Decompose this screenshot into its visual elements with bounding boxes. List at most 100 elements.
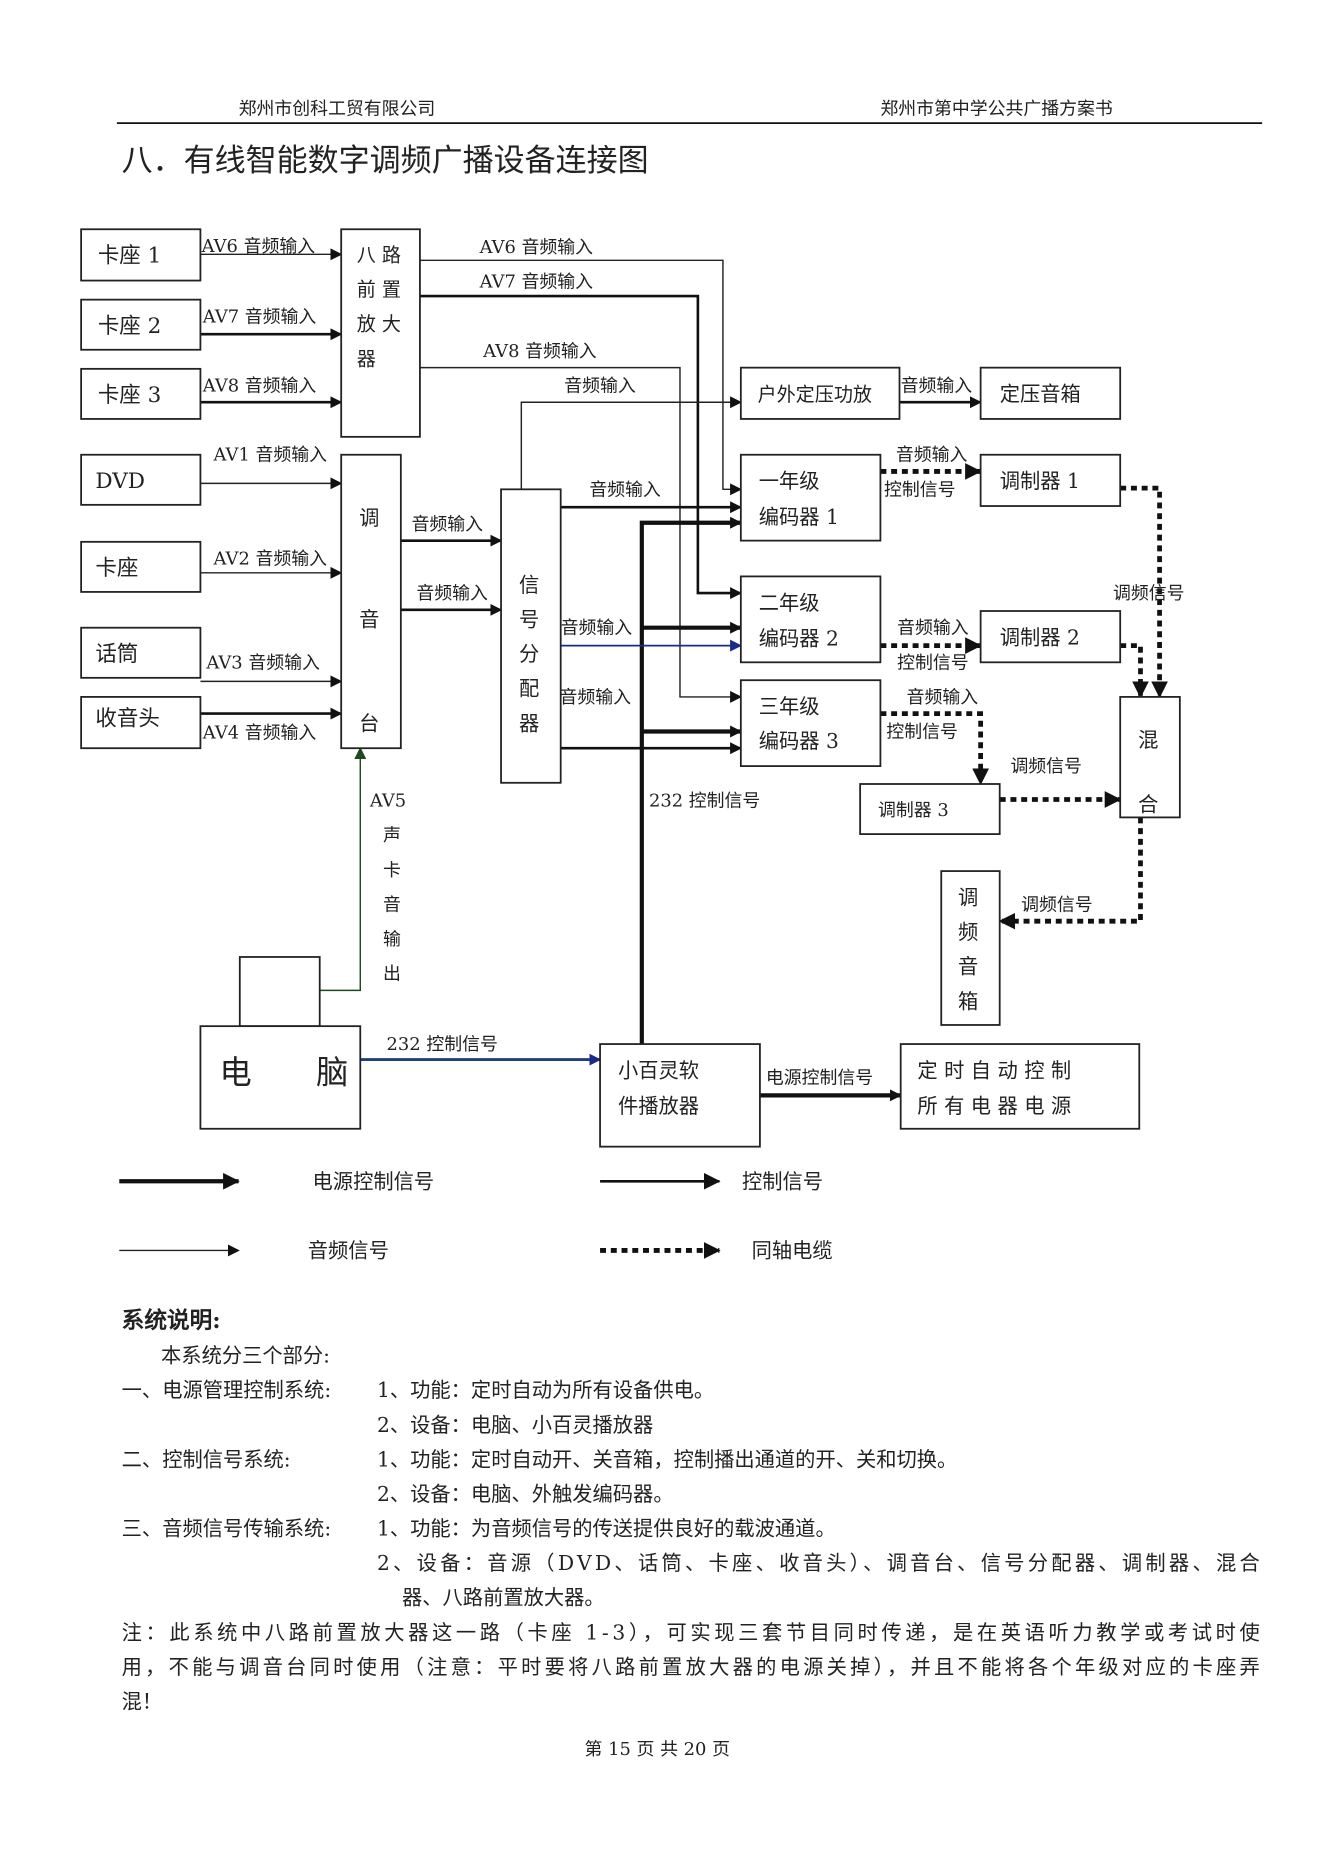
svg-text:AV5: AV5 [369,791,406,812]
svg-text:音频输入: 音频输入 [901,376,973,397]
box-modulator-3: 调制器 3 [859,783,1001,835]
svg-text:出: 出 [383,964,401,985]
svg-text:定压音箱: 定压音箱 [1000,382,1081,406]
box-cv-speaker: 定压音箱 [979,366,1122,420]
box-timer-power: 定 时 自 动 控 制所 有 电 器 电 源 [899,1043,1141,1130]
svg-text:器: 器 [519,711,539,735]
svg-text:频: 频 [958,920,978,944]
box-mixer-console: 调音台 [340,453,402,750]
svg-text:AV7 音频输入: AV7 音频输入 [202,306,317,327]
box-kazuo-2: 卡座 2 [80,298,202,351]
box-signal-splitter: 信号分配器 [500,488,562,784]
svg-text:1、功能：为音频信号的传送提供良好的载波通道。: 1、功能：为音频信号的传送提供良好的载波通道。 [377,1517,836,1541]
svg-text:音频输入: 音频输入 [564,376,636,397]
svg-text:1、功能：定时自动开、关音箱，控制播出通道的开、关和切换。: 1、功能：定时自动开、关音箱，控制播出通道的开、关和切换。 [377,1447,957,1471]
svg-text:音: 音 [958,955,978,979]
svg-text:音频输入: 音频输入 [412,514,484,535]
svg-text:本系统分三个部分:: 本系统分三个部分: [161,1344,330,1368]
svg-text:混: 混 [1138,728,1158,752]
svg-text:2、设备：电脑、外触发编码器。: 2、设备：电脑、外触发编码器。 [377,1482,674,1506]
page-footer: 第 15 页 共 20 页 [585,1739,730,1760]
svg-text:2、设备：电脑、小百灵播放器: 2、设备：电脑、小百灵播放器 [377,1413,653,1437]
svg-text:音: 音 [359,608,379,632]
svg-text:混！: 混！ [122,1690,163,1714]
svg-text:用，不能与调音台同时使用（注意：平时要将八路前置放大器的电源: 用，不能与调音台同时使用（注意：平时要将八路前置放大器的电源关掉），并且不能将各… [122,1655,1260,1679]
svg-text:调频信号: 调频信号 [1010,756,1081,777]
svg-text:卡座 3: 卡座 3 [98,383,161,408]
svg-text:定 时 自 动 控 制: 定 时 自 动 控 制 [917,1058,1071,1082]
svg-text:调制器 1: 调制器 1 [1000,469,1080,493]
svg-text:八 路: 八 路 [357,244,401,266]
box-combiner: 混合 [1119,696,1181,819]
header-right: 郑州市第中学公共广播方案书 [880,99,1112,120]
svg-text:前 置: 前 置 [357,279,401,301]
svg-text:232 控制信号: 232 控制信号 [387,1034,498,1055]
svg-text:调制器 2: 调制器 2 [1000,625,1080,649]
legend-control: 控制信号 [742,1169,823,1193]
svg-text:音频输入: 音频输入 [589,479,661,500]
svg-text:编码器 2: 编码器 2 [759,627,839,651]
svg-text:台: 台 [359,711,379,735]
svg-text:编码器 3: 编码器 3 [759,729,839,753]
svg-text:器: 器 [357,348,376,370]
svg-text:调频信号: 调频信号 [1021,894,1093,915]
svg-text:输: 输 [383,929,401,950]
svg-text:小百灵软: 小百灵软 [618,1058,699,1082]
box-dvd: DVD [80,453,202,506]
svg-text:AV8 音频输入: AV8 音频输入 [482,341,597,362]
svg-text:音频输入: 音频输入 [560,687,632,708]
svg-text:信: 信 [519,573,539,597]
svg-text:音频输入: 音频输入 [416,583,488,604]
box-microphone: 话筒 [80,626,202,679]
box-computer: 电 脑 [199,956,362,1130]
box-modulator-2: 调制器 2 [979,610,1122,664]
connections [200,248,1168,1102]
svg-text:控制信号: 控制信号 [897,652,969,673]
box-radio-tuner: 收音头 [80,696,202,750]
svg-text:调: 调 [359,506,379,530]
svg-text:232 控制信号: 232 控制信号 [649,791,760,812]
svg-text:注：此系统中八路前置放大器这一路（卡座 1-3），可实现三套: 注：此系统中八路前置放大器这一路（卡座 1-3），可实现三套节目同时传递，是在英… [122,1620,1260,1644]
box-outdoor-amp: 户外定压功放 [739,366,901,420]
page-title: 八．有线智能数字调频广播设备连接图 [122,143,649,179]
svg-text:三年级: 三年级 [759,695,820,719]
svg-text:AV7 音频输入: AV7 音频输入 [479,272,594,293]
svg-text:音频输入: 音频输入 [561,618,633,639]
svg-text:音: 音 [383,894,401,915]
svg-text:合: 合 [1138,792,1158,816]
svg-text:卡座 1: 卡座 1 [98,244,161,269]
svg-text:放 大: 放 大 [357,314,401,336]
svg-text:卡座 2: 卡座 2 [98,314,161,339]
svg-text:卡: 卡 [383,860,401,881]
svg-text:所 有 电 器 电 源: 所 有 电 器 电 源 [917,1094,1071,1118]
svg-text:箱: 箱 [958,989,978,1013]
svg-text:号: 号 [519,608,539,632]
box-kazuo-3: 卡座 3 [80,367,202,420]
svg-text:AV6 音频输入: AV6 音频输入 [201,236,316,257]
svg-text:电 脑: 电 脑 [220,1053,349,1091]
svg-text:音频输入: 音频输入 [897,618,969,639]
svg-text:2、设备：音源（DVD、话筒、卡座、收音头）、调音台、信号分: 2、设备：音源（DVD、话筒、卡座、收音头）、调音台、信号分配器、调制器、混合 [377,1551,1260,1575]
svg-text:控制信号: 控制信号 [884,479,956,500]
svg-text:分: 分 [519,642,539,666]
box-kazuo-1: 卡座 1 [80,228,202,282]
svg-text:三、音频信号传输系统:: 三、音频信号传输系统: [122,1517,331,1541]
svg-text:AV6 音频输入: AV6 音频输入 [479,237,594,258]
system-description: 系统说明: 本系统分三个部分: 一、电源管理控制系统:1、功能：定时自动为所有设… [122,1307,1260,1714]
svg-text:AV1 音频输入: AV1 音频输入 [213,445,328,466]
svg-text:声: 声 [383,825,401,846]
legend: 电源控制信号 控制信号 音频信号 同轴电缆 [119,1169,833,1263]
svg-text:AV4 音频输入: AV4 音频输入 [202,723,317,744]
svg-text:一、电源管理控制系统:: 一、电源管理控制系统: [122,1378,331,1402]
svg-text:件播放器: 件播放器 [618,1094,699,1118]
svg-text:音频输入: 音频输入 [907,687,979,708]
svg-text:系统说明:: 系统说明: [122,1307,221,1334]
legend-power: 电源控制信号 [313,1169,435,1193]
box-kazuo: 卡座 [80,540,202,593]
